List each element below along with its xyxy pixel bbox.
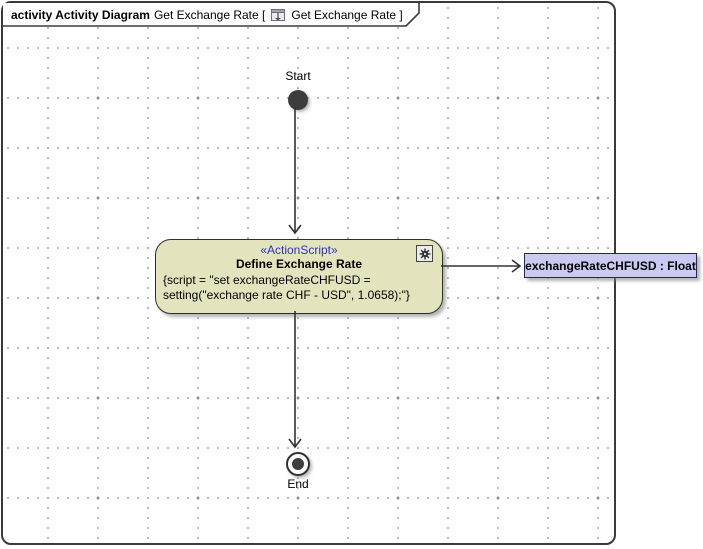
start-node-label: Start <box>285 69 311 83</box>
initial-node[interactable] <box>288 90 308 110</box>
activity-final-inner-dot <box>292 458 304 470</box>
gear-icon <box>416 245 433 262</box>
action-stereotype: «ActionScript» <box>260 243 338 257</box>
frame-title-keyword: activity Activity Diagram <box>11 8 150 22</box>
action-node-define-exchange-rate[interactable]: «ActionScript» Define Exchange Rate {scr… <box>155 239 443 314</box>
frame-title[interactable]: activity Activity Diagram Get Exchange R… <box>11 7 411 23</box>
diagram-canvas[interactable]: activity Activity Diagram Get Exchange R… <box>1 1 616 545</box>
activity-final-node[interactable] <box>286 452 310 476</box>
action-script-line-1: {script = "set exchangeRateCHFUSD = <box>163 273 371 287</box>
action-name: Define Exchange Rate <box>235 257 363 271</box>
frame-title-post: Get Exchange Rate ] <box>291 8 403 22</box>
object-flow-action-to-pin[interactable] <box>441 259 522 273</box>
control-flow-action-to-end[interactable] <box>288 311 302 449</box>
activity-diagram-icon <box>271 9 286 21</box>
object-node-label: exchangeRateCHFUSD : Float <box>525 258 696 273</box>
frame-title-pre: Get Exchange Rate [ <box>153 8 266 22</box>
control-flow-start-to-action[interactable] <box>288 107 302 235</box>
frame-title-shape <box>3 3 420 27</box>
object-node-exchange-rate[interactable]: exchangeRateCHFUSD : Float <box>524 253 697 278</box>
end-node-label: End <box>287 477 309 491</box>
action-script-line-2: setting("exchange rate CHF - USD", 1.065… <box>163 288 410 302</box>
frame-title-pentagon <box>3 3 420 27</box>
